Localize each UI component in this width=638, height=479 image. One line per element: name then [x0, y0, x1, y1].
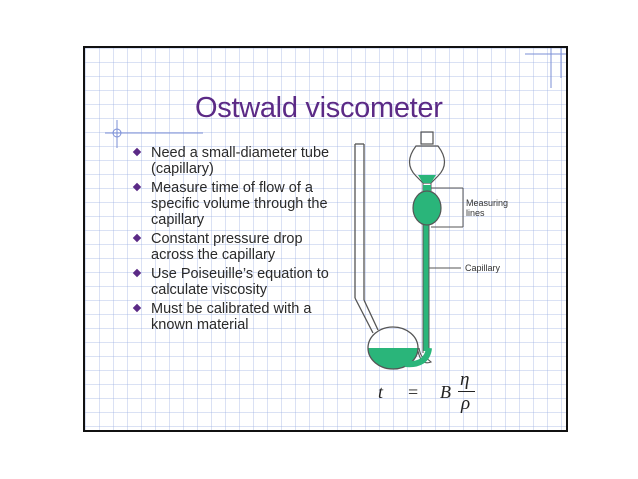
formula-equals: =	[408, 382, 419, 402]
capillary-label: Capillary	[465, 263, 501, 273]
poiseuille-formula: t = B η ρ	[368, 369, 498, 419]
measuring-lines-label: Measuring lines	[466, 198, 509, 218]
formula-t: t	[378, 382, 384, 402]
formula-rho: ρ	[461, 393, 471, 414]
slide-title: Ostwald viscometer	[195, 92, 443, 124]
viscometer-diagram	[354, 131, 464, 370]
formula-b: B	[440, 382, 451, 402]
measuring-lines-bracket	[431, 187, 464, 228]
upper-bulbs	[408, 131, 446, 226]
decorative-lines	[105, 48, 566, 148]
bullet-item: Measure time of flow of a specific volum…	[132, 180, 333, 228]
bullet-item: Need a small-diameter tube (capillary)	[132, 145, 333, 177]
fraction-bar	[458, 391, 475, 392]
bullet-item: Constant pressure drop across the capill…	[132, 231, 333, 263]
left-tube	[354, 143, 379, 334]
capillary-tube	[404, 223, 432, 368]
slide: Ostwald viscometer Need a small-diameter…	[83, 46, 568, 432]
bullet-list: Need a small-diameter tube (capillary) M…	[132, 145, 333, 336]
formula-eta: η	[460, 369, 470, 390]
bullet-item: Must be calibrated with a known material	[132, 301, 333, 333]
bullet-item: Use Poiseuille’s equation to calculate v…	[132, 266, 333, 298]
